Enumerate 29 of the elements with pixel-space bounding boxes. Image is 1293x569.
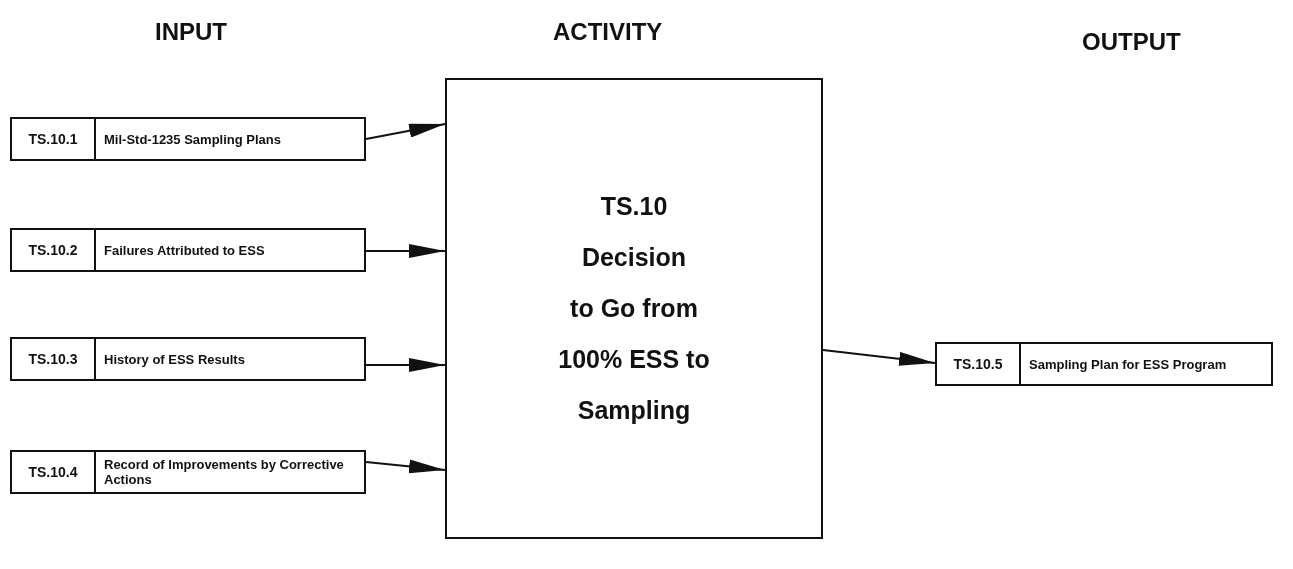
document-title: Sampling Plan for ESS Program xyxy=(1029,356,1227,372)
arrow xyxy=(365,244,446,258)
document-id: TS.10.4 xyxy=(28,464,78,480)
column-heading: OUTPUT xyxy=(1082,28,1181,56)
activity-box xyxy=(445,78,823,539)
document-box xyxy=(10,337,366,381)
document-title: Failures Attributed to ESS xyxy=(104,242,265,258)
document-id: TS.10.5 xyxy=(953,356,1003,372)
arrow xyxy=(365,358,446,372)
arrow xyxy=(365,459,446,474)
activity-id: TS.10 xyxy=(600,192,668,221)
document-box xyxy=(935,342,1273,386)
document-id: TS.10.1 xyxy=(28,131,78,147)
document-id: TS.10.2 xyxy=(28,242,78,258)
activity-text: 100% ESS to xyxy=(558,345,710,374)
arrow xyxy=(822,349,936,366)
activity-text: Sampling xyxy=(577,396,691,425)
activity-text: to Go from xyxy=(570,294,698,323)
document-id: TS.10.3 xyxy=(28,351,78,367)
column-heading: ACTIVITY xyxy=(553,18,663,46)
document-box xyxy=(10,450,366,494)
document-title: History of ESS Results xyxy=(104,351,245,367)
activity-text: Decision xyxy=(581,243,687,272)
document-box xyxy=(10,117,366,161)
column-heading: INPUT xyxy=(155,18,227,46)
document-title: Mil-Std-1235 Sampling Plans xyxy=(104,131,281,147)
document-box xyxy=(10,228,366,272)
arrow xyxy=(365,123,446,140)
document-title: Record of Improvements by Corrective Actions xyxy=(104,457,345,487)
